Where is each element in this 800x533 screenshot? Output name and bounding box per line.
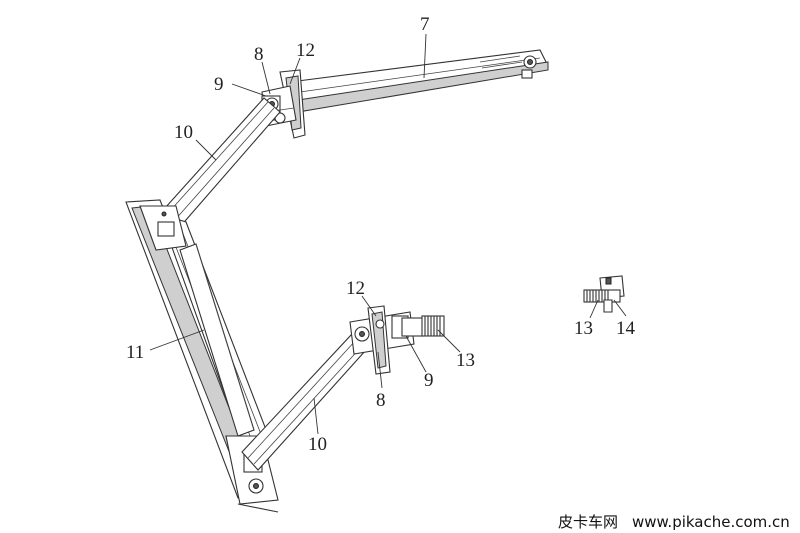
watermark: 皮卡车网 www.pikache.com.cn [558,513,790,531]
middle-hinge-assembly [349,305,445,375]
lower-strut-10 [241,333,367,471]
callout-10-bottom: 10 [308,434,327,455]
watermark-url: www.pikache.com.cn [632,513,790,531]
callout-7: 7 [420,14,430,35]
detail-spring-14 [583,275,625,313]
callout-8-mid: 8 [376,390,386,411]
side-panel-11 [125,199,279,513]
callout-12-top: 12 [296,40,315,61]
callout-12-mid: 12 [346,278,365,299]
callout-labels: 7 8 12 9 10 11 12 13 9 8 10 13 14 [126,14,636,455]
callout-11: 11 [126,342,144,363]
callout-9-mid: 9 [424,370,434,391]
callout-10-top: 10 [174,122,193,143]
callout-9-top: 9 [214,74,224,95]
upper-arm-7 [289,49,549,113]
leader-lines [149,33,627,435]
callout-8-top: 8 [254,44,264,65]
callout-14: 14 [616,318,636,339]
watermark-site-name: 皮卡车网 [558,513,618,531]
callout-13-right: 13 [574,318,593,339]
callout-13-mid: 13 [456,350,475,371]
